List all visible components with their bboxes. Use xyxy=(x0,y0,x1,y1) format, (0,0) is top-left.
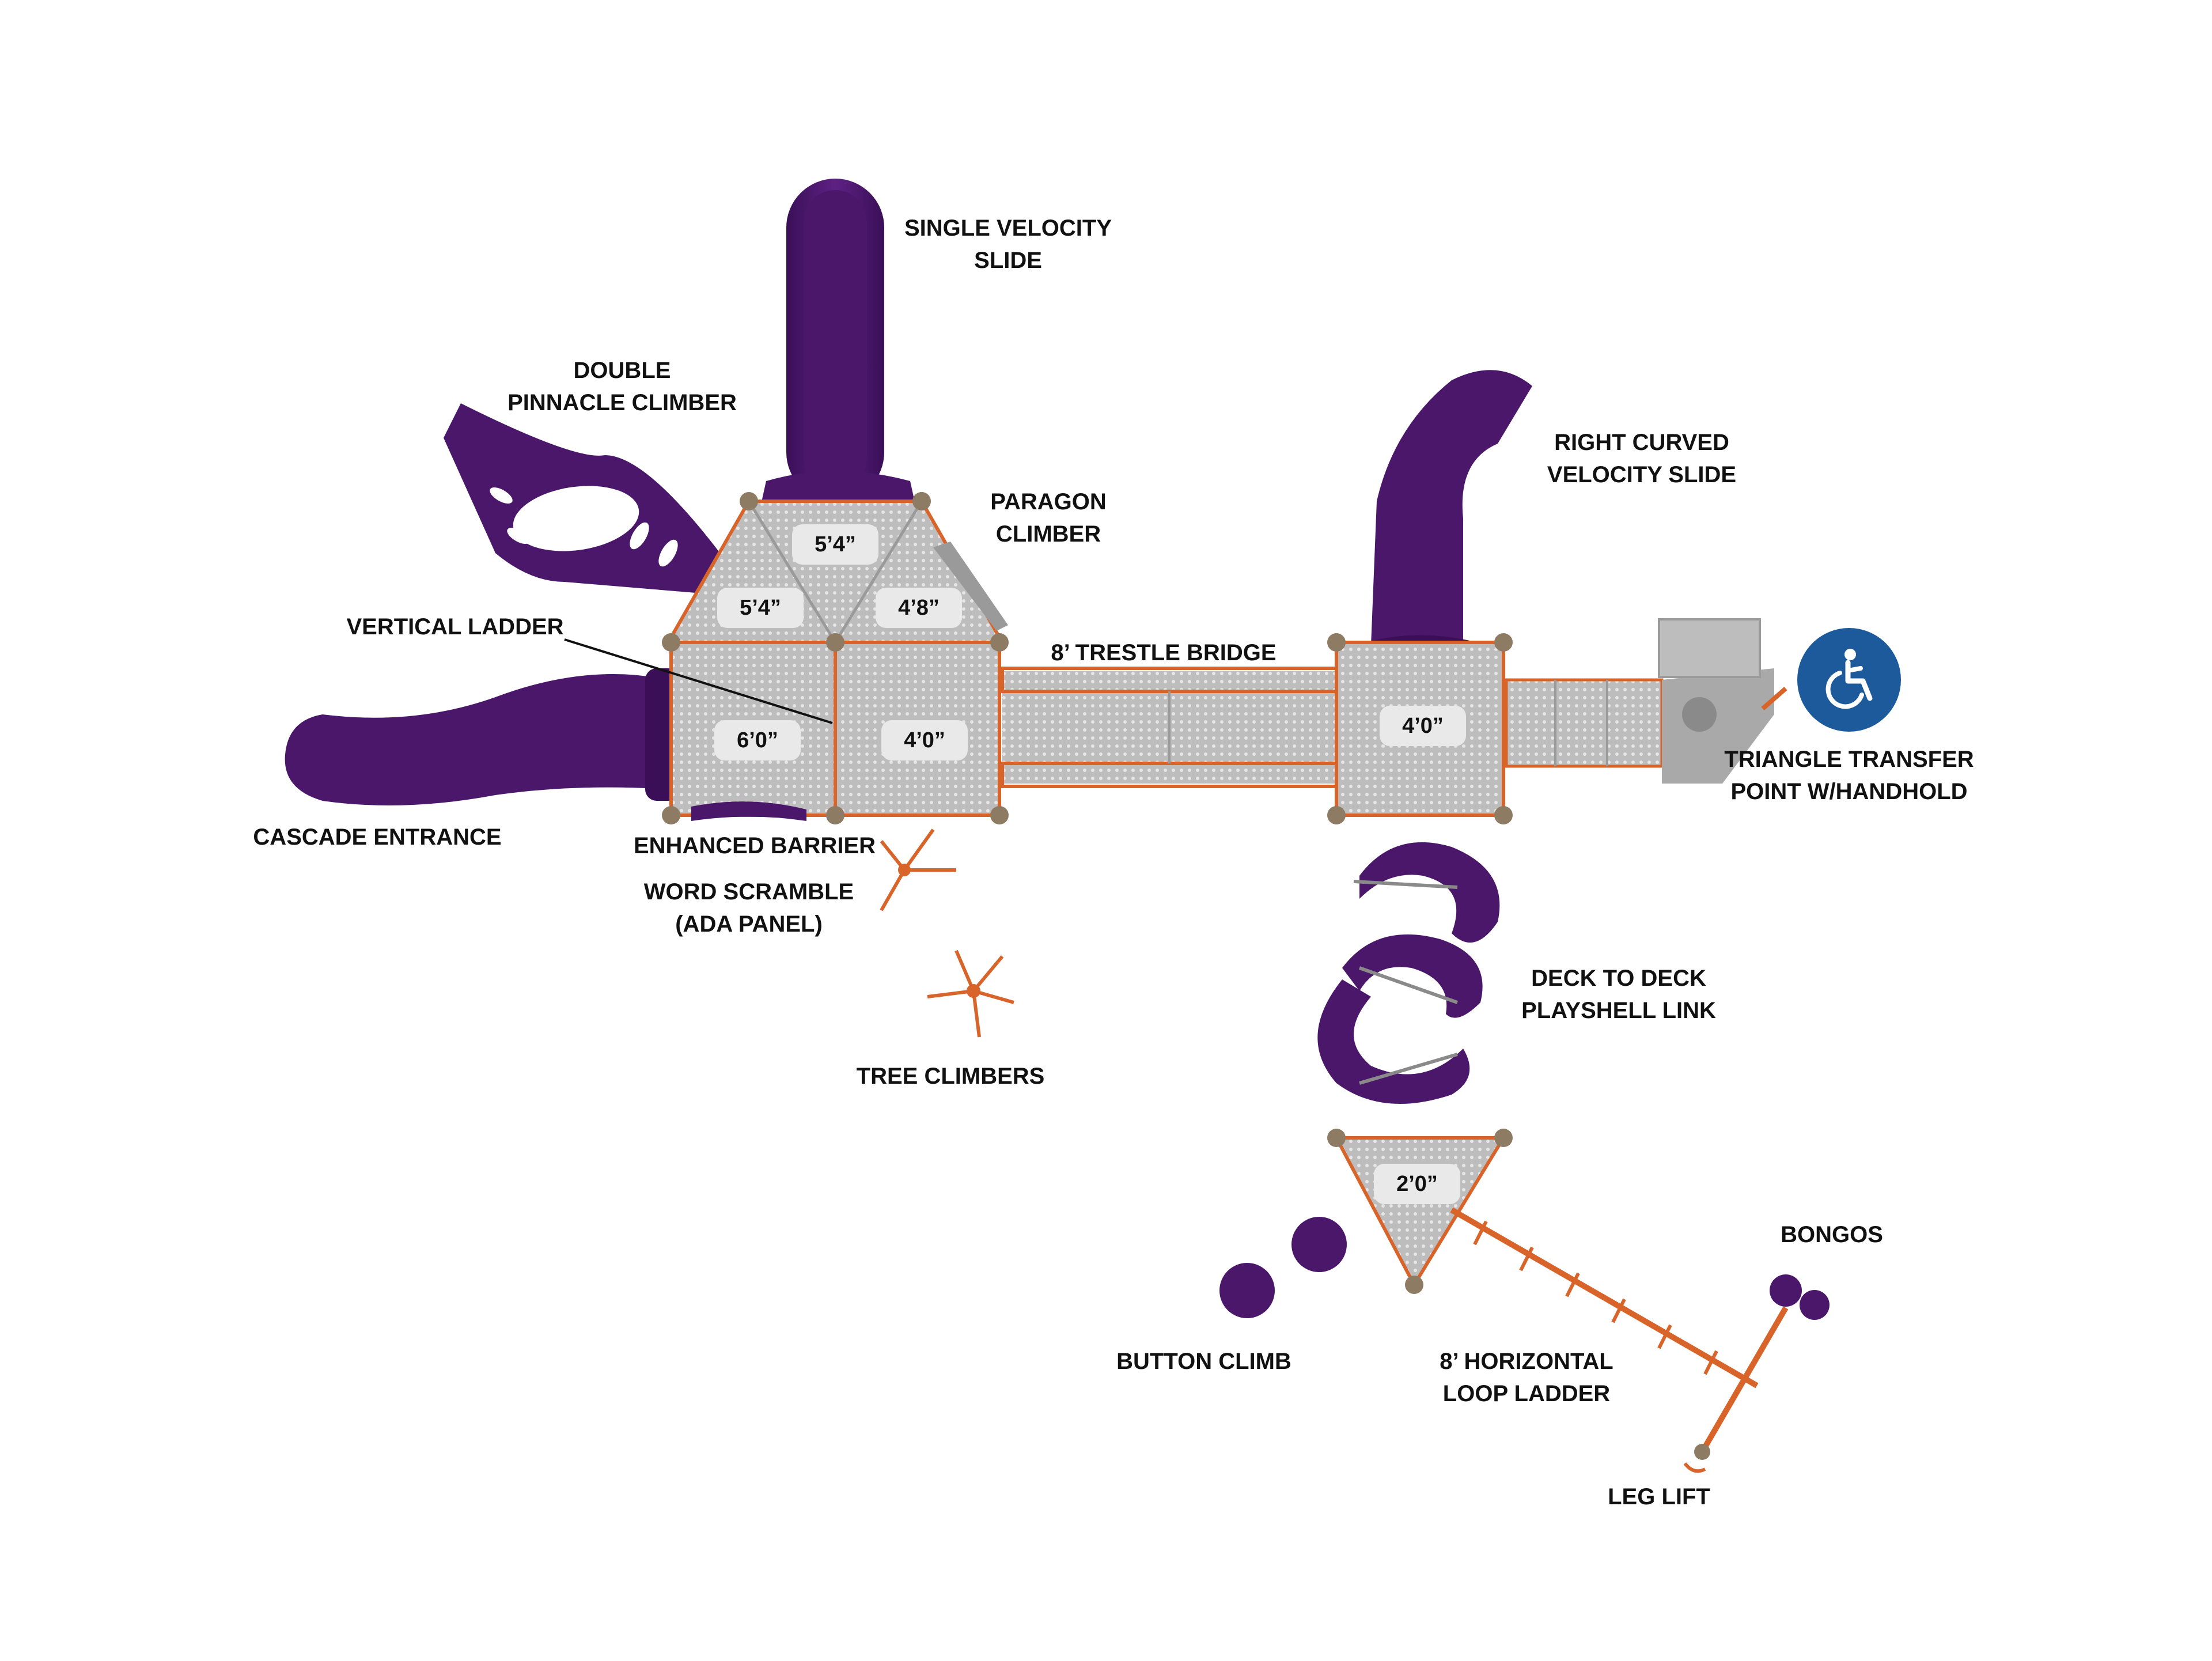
word-scramble-panel xyxy=(880,828,956,911)
label-double-pinnacle-climber: DOUBLE PINNACLE CLIMBER xyxy=(501,354,743,419)
deck-height-bottom-triangle: 2’0” xyxy=(1374,1164,1460,1204)
label-line: PARAGON xyxy=(990,489,1107,514)
transfer-connector xyxy=(1505,678,1664,768)
label-line: (ADA PANEL) xyxy=(675,911,823,937)
deck-height-top-center: 5’4” xyxy=(792,524,878,565)
deck-height-left-lower: 6’0” xyxy=(714,720,801,760)
label-paragon-climber: PARAGON CLIMBER xyxy=(979,486,1118,550)
deck-height-left-upper: 5’4” xyxy=(717,588,804,628)
label-line: VELOCITY SLIDE xyxy=(1547,462,1737,487)
label-leg-lift: LEG LIFT xyxy=(1608,1484,1710,1509)
label-bongos: BONGOS xyxy=(1781,1222,1883,1247)
label-line: DOUBLE xyxy=(573,358,671,383)
label-enhanced-barrier: ENHANCED BARRIER xyxy=(633,833,876,858)
label-trestle-bridge: 8’ TRESTLE BRIDGE xyxy=(1051,640,1277,665)
deck-height-center-lower: 4’0” xyxy=(881,720,968,760)
label-line: SLIDE xyxy=(974,248,1042,273)
wheelchair-accessible-icon xyxy=(1797,628,1901,732)
label-button-climb: BUTTON CLIMB xyxy=(1116,1349,1291,1374)
bongos-leg-lift xyxy=(1683,1274,1830,1473)
label-line: 8’ HORIZONTAL xyxy=(1440,1349,1613,1374)
label-word-scramble: WORD SCRAMBLE (ADA PANEL) xyxy=(628,876,870,940)
label-line: DECK TO DECK xyxy=(1531,966,1706,991)
label-horizontal-loop-ladder: 8’ HORIZONTAL LOOP LADDER xyxy=(1406,1345,1647,1410)
label-line: POINT W/HANDHOLD xyxy=(1730,779,1968,804)
label-line: TRIANGLE TRANSFER xyxy=(1724,747,1974,772)
label-line: LOOP LADDER xyxy=(1442,1381,1611,1406)
bottom-triangle-deck xyxy=(1327,1129,1513,1294)
deck-height-right-upper: 4’8” xyxy=(876,588,962,628)
playshell-link xyxy=(1317,842,1500,1104)
triangle-transfer-point xyxy=(1658,618,1787,784)
tree-climbers xyxy=(927,949,1014,1038)
deck-height-right-deck: 4’0” xyxy=(1380,706,1466,746)
label-single-velocity-slide: SINGLE VELOCITY SLIDE xyxy=(893,212,1123,277)
label-vertical-ladder: VERTICAL LADDER xyxy=(346,614,564,640)
single-velocity-slide xyxy=(760,179,916,507)
wheelchair-icon xyxy=(1825,649,1873,709)
label-cascade-entrance: CASCADE ENTRANCE xyxy=(253,824,502,850)
vertical-ladder-pointer xyxy=(564,638,833,724)
right-curved-velocity-slide xyxy=(1348,370,1532,663)
label-line: SINGLE VELOCITY xyxy=(904,215,1112,241)
label-deck-to-deck-playshell-link: DECK TO DECK PLAYSHELL LINK xyxy=(1509,962,1728,1027)
label-triangle-transfer-point: TRIANGLE TRANSFER POINT W/HANDHOLD xyxy=(1711,743,1987,808)
label-line: RIGHT CURVED xyxy=(1554,430,1729,455)
label-right-curved-velocity-slide: RIGHT CURVED VELOCITY SLIDE xyxy=(1532,426,1751,491)
button-climb xyxy=(1219,1217,1347,1318)
label-tree-climbers: TREE CLIMBERS xyxy=(856,1064,1045,1089)
label-line: PLAYSHELL LINK xyxy=(1521,998,1716,1023)
double-pinnacle-climber xyxy=(444,403,720,593)
cascade-entrance xyxy=(285,668,680,805)
label-line: WORD SCRAMBLE xyxy=(643,879,854,905)
trestle-bridge xyxy=(1001,667,1338,788)
horizontal-loop-ladder xyxy=(1450,1207,1759,1388)
label-line: PINNACLE CLIMBER xyxy=(507,390,737,415)
label-line: CLIMBER xyxy=(995,521,1101,547)
